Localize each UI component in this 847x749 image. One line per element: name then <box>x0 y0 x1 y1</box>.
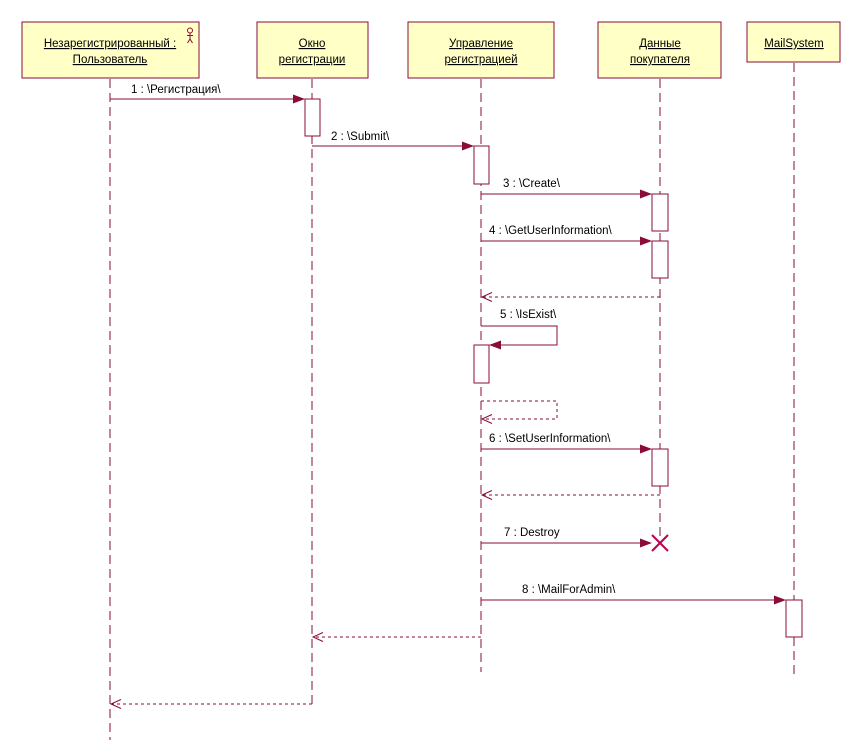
object-customer-data[interactable]: Данные покупателя <box>597 21 722 79</box>
object-mgmt-label-2: регистрацией <box>444 54 517 66</box>
activation-window <box>304 98 321 137</box>
message-4[interactable]: 4 : \GetUserInformation\ <box>481 225 652 246</box>
message-6-label: 6 : \SetUserInformation\ <box>489 433 611 445</box>
activation-data-3 <box>651 448 669 487</box>
message-8[interactable]: 8 : \MailForAdmin\ <box>481 584 786 605</box>
object-mgmt-label-1: Управление <box>449 38 513 50</box>
return-message-data-to-mgmt-1 <box>480 292 660 302</box>
activation-data-2 <box>651 240 669 279</box>
return-message-window-to-user <box>109 699 312 709</box>
return-message-mgmt-to-window <box>311 632 481 642</box>
message-7-destroy[interactable]: 7 : Destroy <box>481 527 652 548</box>
activation-data-1 <box>651 193 669 232</box>
message-3[interactable]: 3 : \Create\ <box>481 178 652 199</box>
message-6[interactable]: 6 : \SetUserInformation\ <box>481 433 652 454</box>
message-1-label: 1 : \Регистрация\ <box>131 84 221 96</box>
object-mail-label: MailSystem <box>764 38 823 50</box>
activation-mail <box>785 599 803 638</box>
message-5-label: 5 : \IsExist\ <box>500 309 557 321</box>
return-message-self <box>480 400 558 424</box>
message-7-label: 7 : Destroy <box>504 527 560 539</box>
object-registration-window[interactable]: Окно регистрации <box>256 21 369 79</box>
object-mail-system[interactable]: MailSystem <box>746 21 841 63</box>
object-registration-management[interactable]: Управление регистрацией <box>407 21 555 79</box>
object-user-label-1: Незарегистрированный : <box>44 38 176 50</box>
object-data-label-2: покупателя <box>630 54 690 66</box>
object-user-label-2: Пользователь <box>73 54 148 66</box>
return-message-data-to-mgmt-2 <box>480 490 660 500</box>
message-3-label: 3 : \Create\ <box>503 178 561 190</box>
object-window-label-1: Окно <box>299 38 326 50</box>
message-2[interactable]: 2 : \Submit\ <box>312 131 474 151</box>
activation-mgmt-1 <box>473 145 490 185</box>
message-4-label: 4 : \GetUserInformation\ <box>489 225 613 237</box>
object-window-label-2: регистрации <box>279 54 346 66</box>
message-8-label: 8 : \MailForAdmin\ <box>522 584 616 596</box>
message-5-self-call[interactable]: 5 : \IsExist\ <box>481 309 558 350</box>
object-user[interactable]: Незарегистрированный : Пользователь <box>21 21 200 79</box>
actor-icon <box>187 27 193 44</box>
message-1[interactable]: 1 : \Регистрация\ <box>110 84 305 104</box>
activation-mgmt-2 <box>473 344 490 384</box>
destroy-x-icon <box>651 534 669 552</box>
message-2-label: 2 : \Submit\ <box>331 131 390 143</box>
object-data-label-1: Данные <box>639 38 681 50</box>
